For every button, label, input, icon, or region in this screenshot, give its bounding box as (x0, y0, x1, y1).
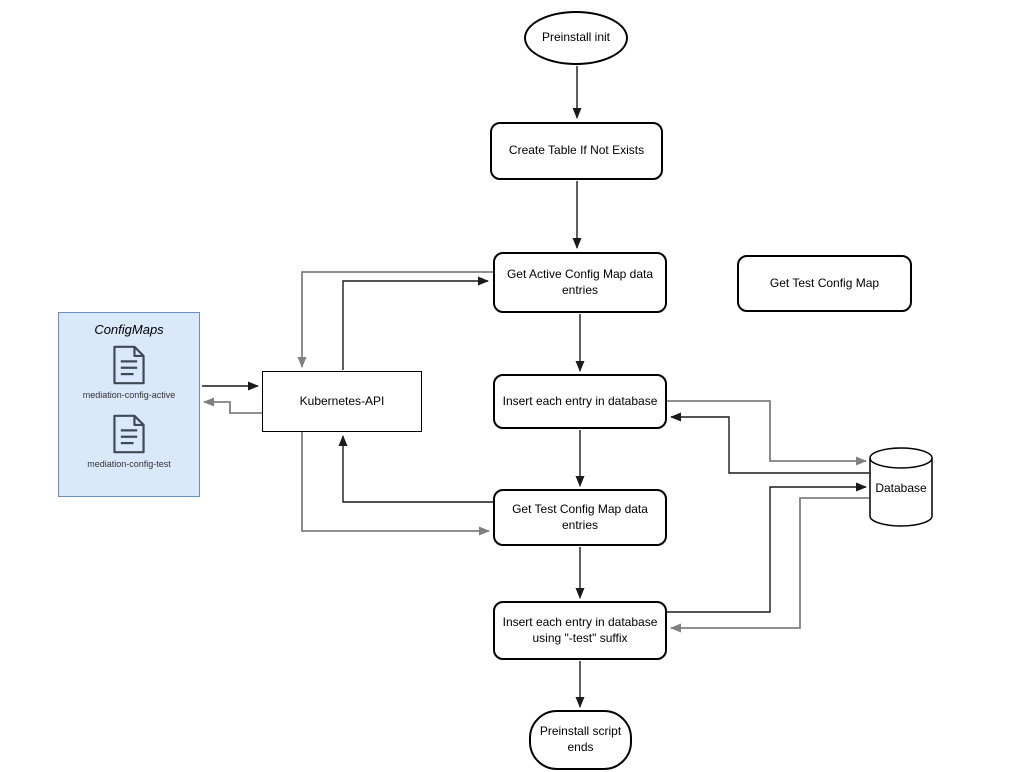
node-preinstall-init: Preinstall init (524, 11, 628, 65)
configmap-item-active: mediation-config-active (82, 345, 176, 400)
edge-k8s-to-get-test-data (301, 432, 490, 536)
node-get-test-config-map-data: Get Test Config Map data entries (493, 489, 667, 546)
node-insert-each-entry: Insert each entry in database (493, 374, 667, 429)
edge-insert-to-database (667, 400, 867, 466)
node-create-table-label: Create Table If Not Exists (508, 143, 645, 158)
node-preinstall-init-label: Preinstall init (541, 30, 611, 45)
edge-k8s-to-get-active (342, 276, 489, 370)
edge-database-to-insert (670, 412, 869, 474)
node-preinstall-script-ends-label: Preinstall script ends (539, 724, 622, 754)
configmap-item-active-label: mediation-config-active (82, 390, 176, 400)
node-database-label: Database (875, 481, 927, 495)
node-preinstall-script-ends: Preinstall script ends (529, 710, 632, 770)
edge-database-to-insert-test (670, 497, 869, 633)
edge-get-test-data-to-k8s (338, 435, 493, 503)
node-get-test-config-map-label: Get Test Config Map (769, 275, 880, 290)
database-cylinder-icon: Database (869, 447, 933, 527)
node-get-active-config-map-data: Get Active Config Map data entries (493, 252, 667, 313)
node-get-active-config-map-data-label: Get Active Config Map data entries (506, 266, 654, 297)
node-create-table: Create Table If Not Exists (490, 122, 663, 180)
node-kubernetes-api-label: Kubernetes-API (299, 393, 385, 408)
node-get-test-config-map-data-label: Get Test Config Map data entries (512, 501, 648, 532)
edge-insert-test-to-database (667, 482, 867, 613)
node-insert-each-entry-label: Insert each entry in database (502, 393, 658, 408)
configmap-item-test-label: mediation-config-test (87, 459, 171, 469)
document-icon (113, 345, 145, 385)
configmaps-group: ConfigMaps mediation-config-active media… (58, 312, 200, 497)
configmap-item-test: mediation-config-test (87, 414, 171, 469)
edge-k8s-to-configmaps (203, 397, 262, 414)
node-get-test-config-map: Get Test Config Map (737, 255, 912, 312)
node-insert-each-entry-test: Insert each entry in database using "-te… (493, 601, 667, 660)
document-icon (113, 414, 145, 454)
node-kubernetes-api: Kubernetes-API (262, 371, 422, 432)
node-insert-each-entry-test-label: Insert each entry in database using "-te… (502, 614, 658, 645)
node-database: Database (868, 446, 934, 533)
edge-get-active-to-k8s (297, 271, 493, 368)
configmaps-group-title: ConfigMaps (94, 322, 164, 337)
